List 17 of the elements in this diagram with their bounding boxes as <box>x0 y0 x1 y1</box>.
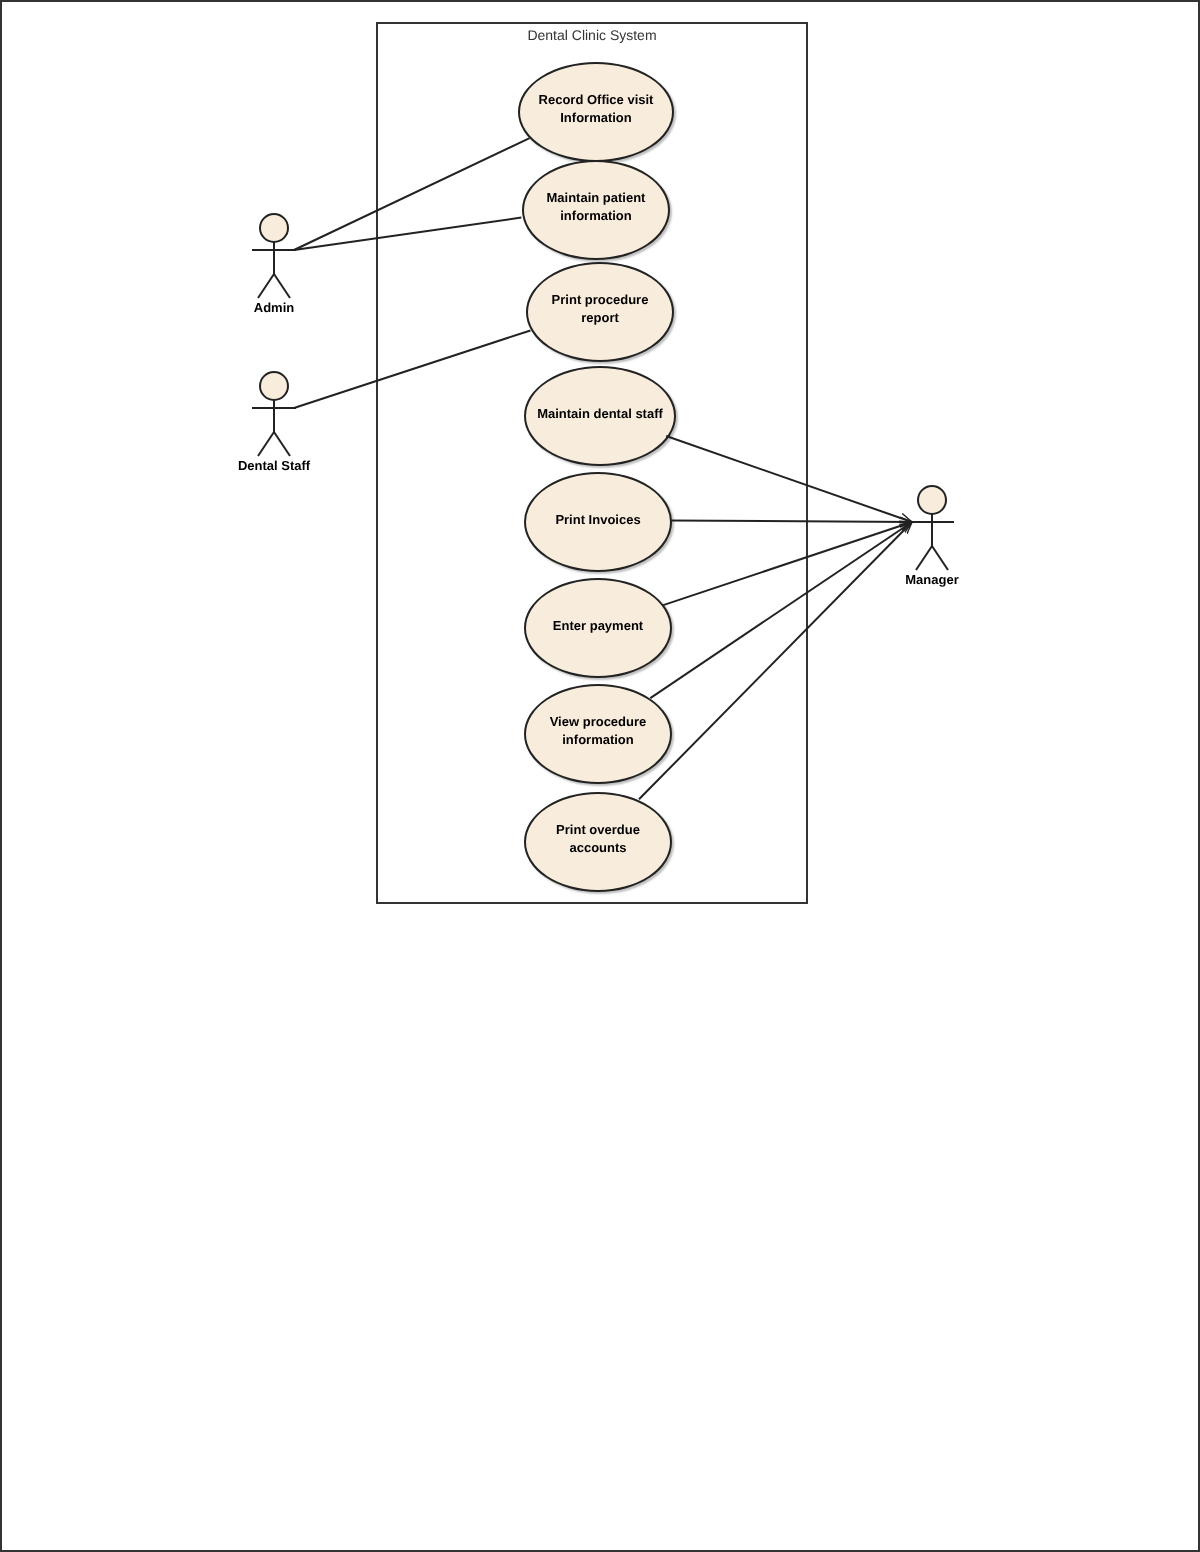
association-line <box>669 516 913 528</box>
use-case-ellipse <box>524 684 672 784</box>
association-line <box>293 137 531 251</box>
association-line <box>638 521 913 801</box>
use-case-ellipse <box>526 262 674 362</box>
association-line <box>293 329 532 409</box>
association-line <box>293 216 523 251</box>
use-case-ellipse <box>524 472 672 572</box>
use-case-ellipse <box>524 366 676 466</box>
association-line <box>649 521 913 700</box>
use-case-ellipse <box>518 62 674 162</box>
system-boundary <box>376 22 808 904</box>
association-line <box>662 520 913 607</box>
use-case-ellipse <box>524 792 672 892</box>
use-case-ellipse <box>524 578 672 678</box>
use-case-ellipse <box>522 160 670 260</box>
association-line <box>665 435 913 524</box>
